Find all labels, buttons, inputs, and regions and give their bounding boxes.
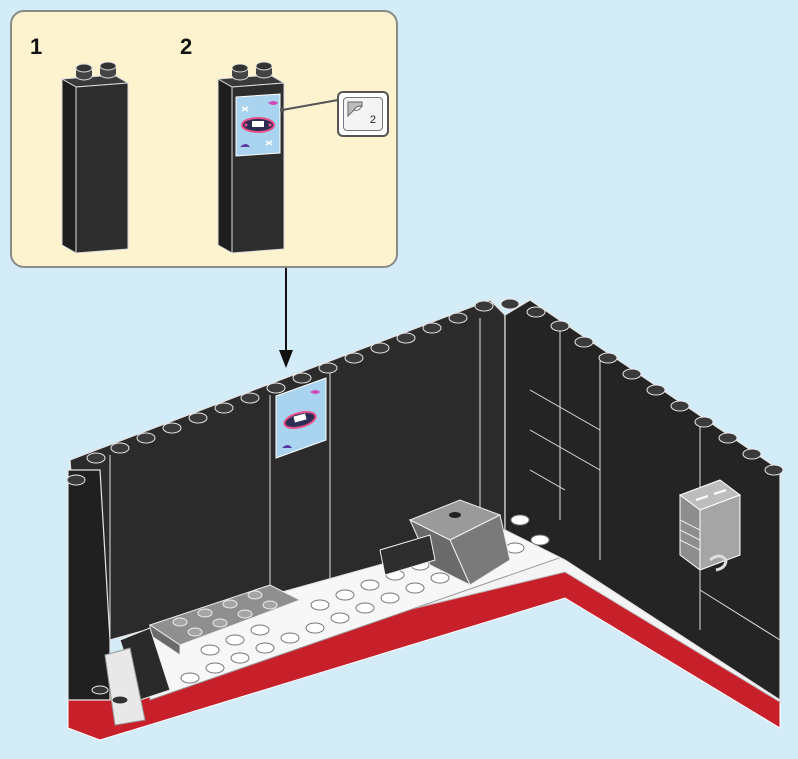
corner-wall-model <box>66 298 784 741</box>
wall-sticker <box>275 377 327 459</box>
sticker-reference: 2 <box>337 91 389 137</box>
sticker-sheet-icon: 2 <box>343 97 383 131</box>
arrow-down-icon <box>279 268 293 368</box>
corner-stud-2 <box>111 695 129 705</box>
callout-box: 1 2 <box>10 10 398 268</box>
brick-1x2x5-plain <box>60 61 130 254</box>
corner-stud <box>91 685 109 695</box>
grey-machine-part <box>379 499 511 587</box>
grey-wall-panel <box>678 479 742 572</box>
top-studs <box>66 298 784 486</box>
sticker-leader-line <box>280 99 339 113</box>
side-wall <box>504 299 781 702</box>
brick-1x2x5-with-sticker <box>216 61 286 254</box>
peel-icon <box>347 101 363 118</box>
step-number-2: 2 <box>180 34 193 59</box>
sticker-icon <box>235 93 281 157</box>
sticker-count: 2 <box>369 114 376 126</box>
step-number-1: 1 <box>30 34 43 59</box>
white-panel <box>104 647 146 726</box>
